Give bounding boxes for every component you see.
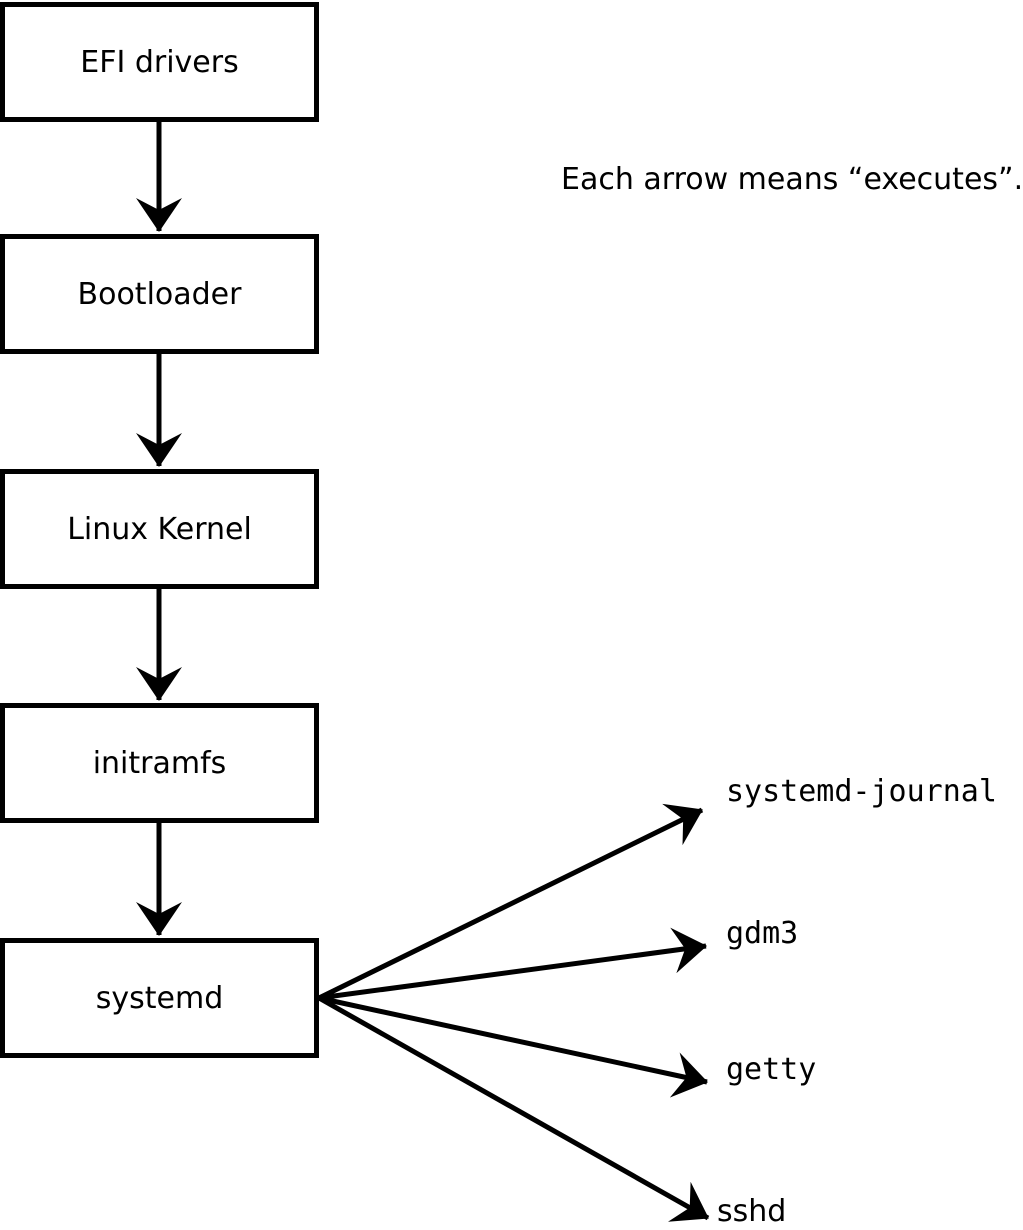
node-efi-drivers-label: EFI drivers xyxy=(80,44,239,80)
node-initramfs: initramfs xyxy=(0,703,319,823)
spawned-gdm3-label: gdm3 xyxy=(726,916,799,951)
node-bootloader: Bootloader xyxy=(0,234,319,354)
spawned-getty-label: getty xyxy=(726,1052,817,1087)
spawned-sshd-label: sshd xyxy=(717,1194,787,1229)
arrow-systemd-to-journal xyxy=(317,803,704,1001)
arrow-systemd-to-sshd xyxy=(317,995,710,1222)
node-bootloader-label: Bootloader xyxy=(77,276,242,312)
node-efi-drivers: EFI drivers xyxy=(0,2,319,122)
node-initramfs-label: initramfs xyxy=(92,745,227,781)
arrow-meaning-note: Each arrow means “executes”. xyxy=(561,162,1023,197)
node-linux-kernel: Linux Kernel xyxy=(0,469,319,589)
arrow-systemd-to-gdm3 xyxy=(318,927,707,1001)
node-systemd-label: systemd xyxy=(95,980,224,1016)
spawned-systemd-journal-label: systemd-journal xyxy=(726,774,997,809)
node-systemd: systemd xyxy=(0,938,319,1058)
node-linux-kernel-label: Linux Kernel xyxy=(67,511,252,547)
arrow-systemd-to-getty xyxy=(318,995,708,1098)
